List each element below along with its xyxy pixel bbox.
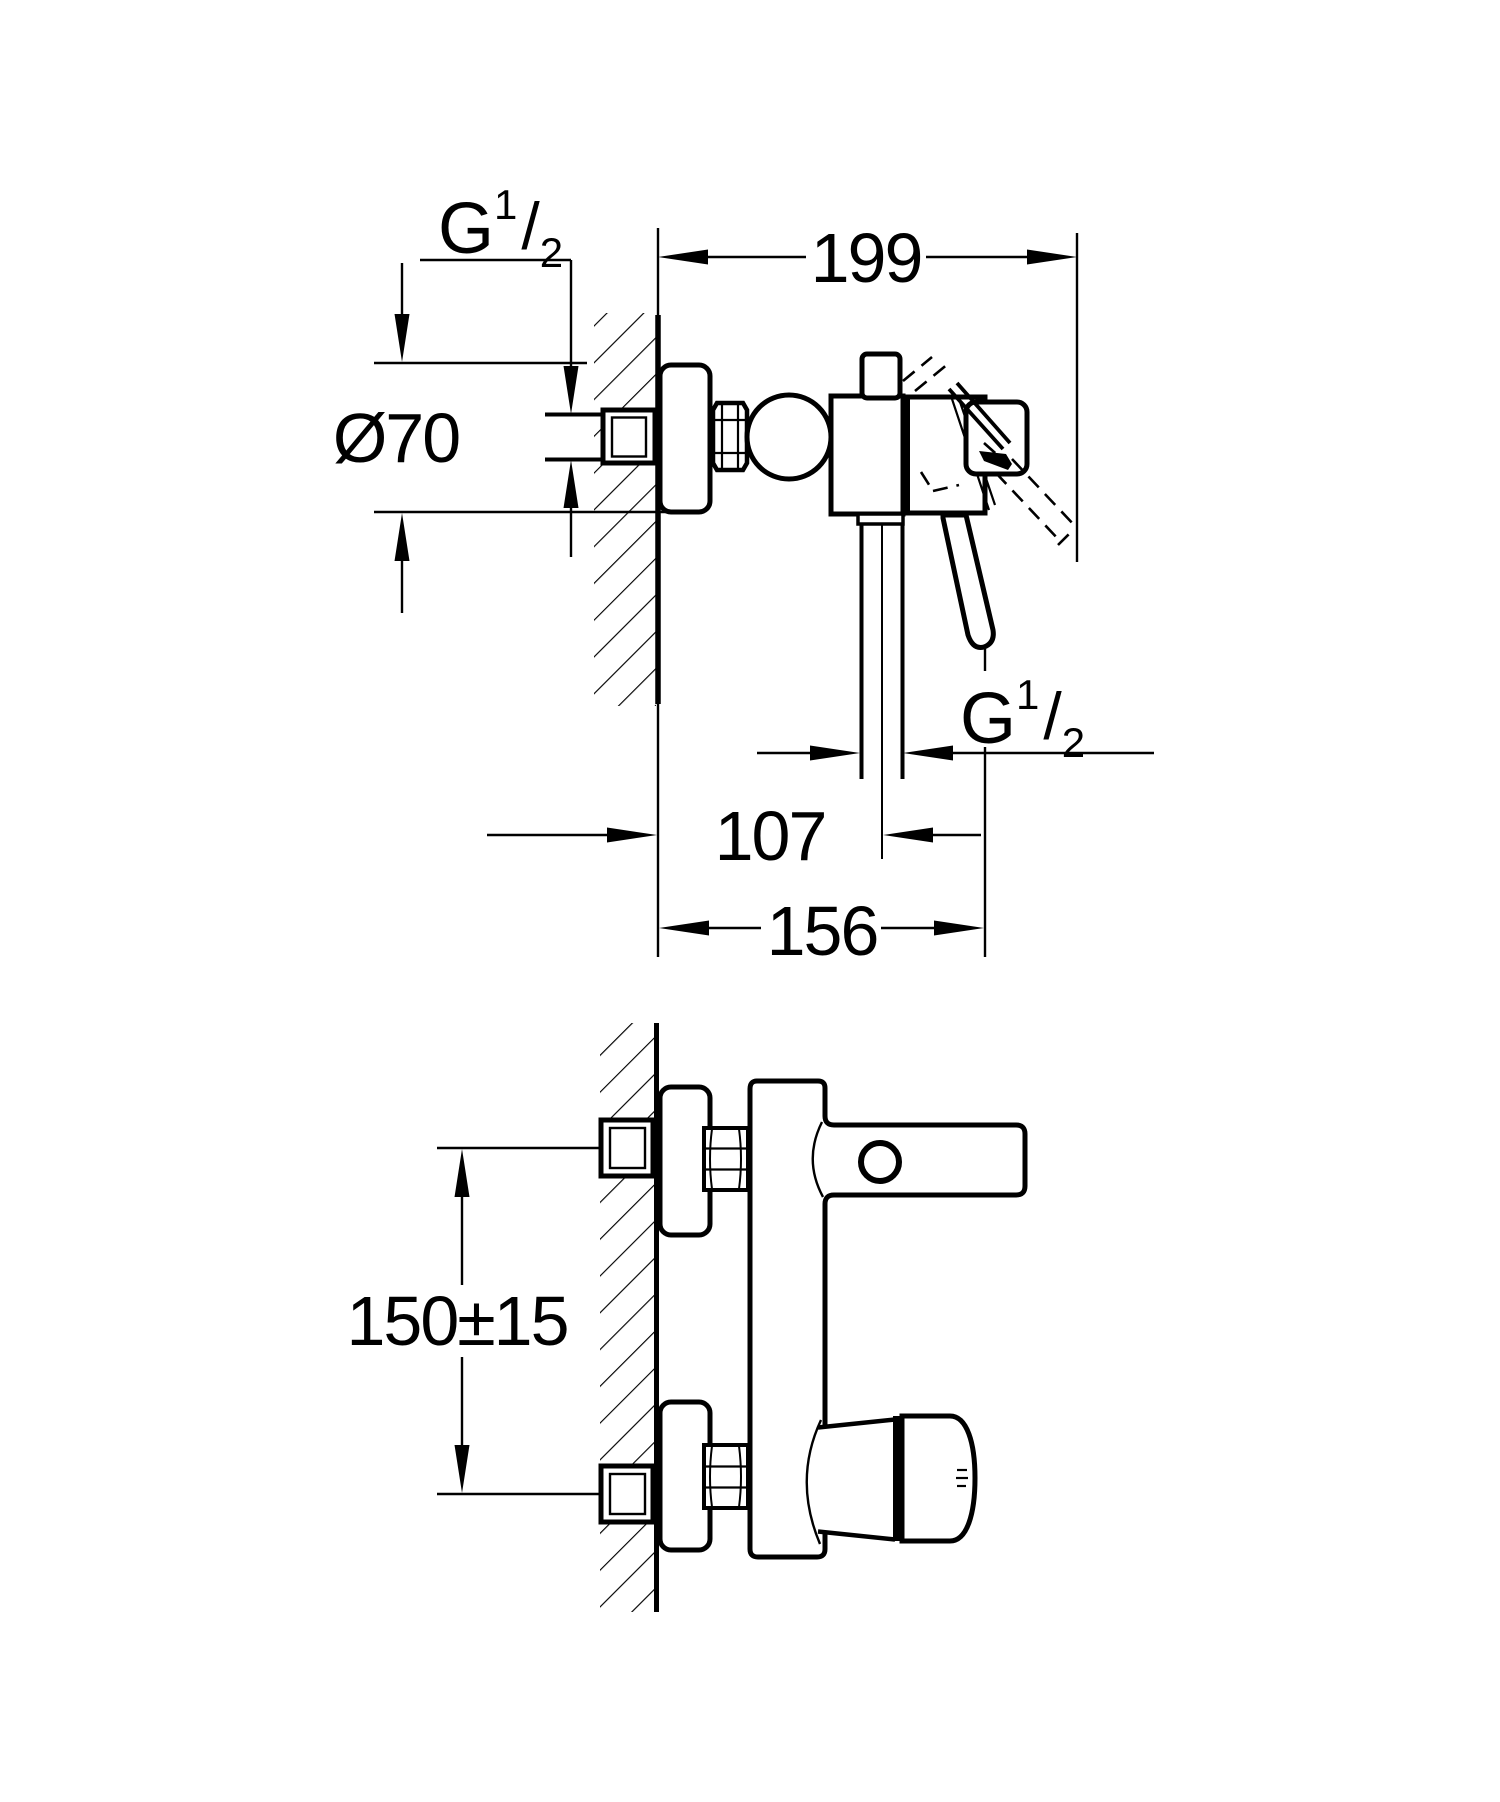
wall-union-nipple-inner	[608, 1126, 647, 1170]
escutcheon	[657, 362, 713, 515]
lever-pivot-wedge	[979, 451, 1012, 470]
wall-union-nipple-inner	[608, 1472, 647, 1516]
hub-edge-line	[947, 387, 1005, 451]
arrowhead	[1027, 249, 1077, 265]
label-inlet-thread: G1/2	[438, 184, 563, 274]
arrowhead	[934, 920, 984, 936]
arrowhead	[454, 1445, 470, 1493]
arrowhead	[883, 827, 933, 843]
dimension-escutcheon-diameter	[374, 263, 668, 613]
arrowhead	[563, 460, 579, 508]
diverter-knob	[859, 351, 903, 401]
thread-numerator: 1	[1016, 671, 1040, 718]
wall-section-side	[594, 228, 661, 957]
label-hose-thread: G1/2	[960, 674, 1085, 764]
outlet-port-hole	[858, 1140, 902, 1184]
label-body-depth: 156	[766, 892, 880, 970]
thread-slash: /	[521, 189, 540, 263]
union-hex-nut	[710, 400, 750, 473]
handle-knob	[899, 1413, 978, 1544]
wall-union-nipple-inner	[610, 416, 648, 458]
neck-contour-line	[805, 1419, 823, 1545]
hub-edge-line	[955, 381, 1012, 445]
dimension-hose-thread	[757, 745, 1154, 761]
union-hex-nut	[702, 1126, 750, 1192]
dimension-150-15	[437, 1146, 600, 1496]
thread-denominator: 2	[1061, 719, 1086, 766]
label-escutcheon-diameter: Ø70	[332, 399, 461, 477]
lever-handle	[940, 512, 996, 650]
body-block	[828, 393, 906, 517]
arrowhead	[810, 745, 860, 761]
arrowhead	[563, 366, 579, 414]
mixer-front	[598, 1078, 1028, 1560]
lever-alt-position-dashed	[902, 355, 1077, 546]
union-hex-nut	[702, 1443, 750, 1510]
dimension-199	[658, 233, 1079, 562]
thread-slash: /	[1043, 679, 1062, 753]
mixer-side	[545, 351, 1030, 859]
arrowhead	[658, 249, 708, 265]
front-view	[437, 1023, 1028, 1612]
side-view	[374, 228, 1154, 957]
arrowhead	[659, 920, 709, 936]
neck-contour-line	[811, 1121, 825, 1198]
label-hose-outlet-offset: 107	[714, 797, 828, 875]
arrowhead	[394, 314, 410, 362]
knob-detail	[956, 1468, 968, 1488]
ball-joint	[744, 392, 834, 482]
hose-collar	[856, 512, 905, 526]
arrowhead	[607, 827, 657, 843]
dimension-inlet-thread	[420, 258, 579, 557]
label-overall-depth: 199	[810, 219, 924, 297]
thread-base: G	[960, 679, 1017, 759]
label-connection-spacing: 150±15	[346, 1282, 569, 1360]
thread-base: G	[438, 189, 495, 269]
dimension-107	[487, 827, 981, 843]
arrowhead	[394, 513, 410, 561]
handle-cone	[817, 1417, 896, 1542]
thread-denominator: 2	[539, 229, 564, 276]
wall-hatching	[594, 313, 656, 706]
arrowhead	[903, 745, 953, 761]
arrowhead	[454, 1149, 470, 1197]
dimension-156	[659, 649, 987, 957]
thread-numerator: 1	[494, 181, 518, 228]
